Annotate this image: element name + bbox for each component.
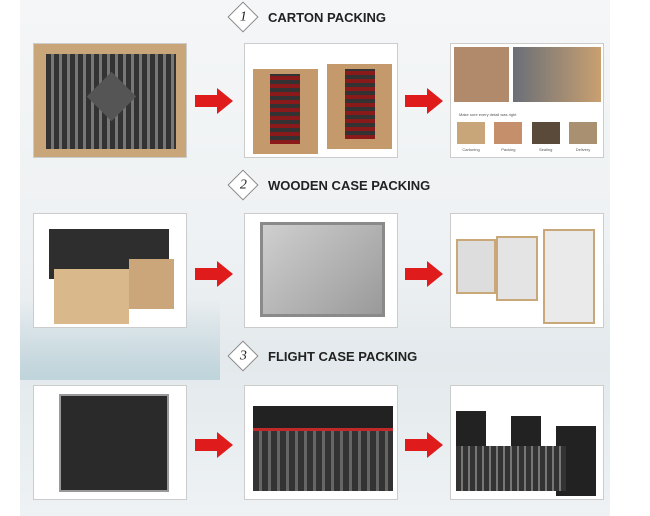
carton-modules-photo [33,43,187,158]
step-number-badge: 2 [227,169,259,201]
section-title: FLIGHT CASE PACKING [268,348,418,364]
wooden-cases-row-photo [450,213,604,328]
section-title: CARTON PACKING [268,9,386,25]
step-number-badge: 1 [227,1,259,33]
arrow-right-icon [405,88,443,114]
caption: Make sure every detail was right [459,112,517,117]
wooden-case-closed-photo [244,213,398,328]
step-label: Packing [501,147,516,152]
flight-cases-trays-photo [450,385,604,500]
section-header-wooden: 2 WOODEN CASE PACKING [227,169,431,201]
arrow-right-icon [195,432,233,458]
step-number: 2 [239,177,247,192]
arrow-right-icon [405,432,443,458]
step-number-badge: 3 [227,340,259,372]
step-label: Cartoning [462,147,480,152]
arrow-right-icon [195,261,233,287]
section-title: WOODEN CASE PACKING [268,177,431,193]
open-cartons-photo [244,43,398,158]
arrow-right-icon [195,88,233,114]
section-header-carton: 1 CARTON PACKING [227,1,386,33]
wooden-crate-open-photo [33,213,187,328]
section-header-flight: 3 FLIGHT CASE PACKING [227,340,418,372]
flight-cases-open-photo [244,385,398,500]
step-number: 1 [239,9,247,24]
arrow-right-icon [405,261,443,287]
step-number: 3 [239,348,247,363]
step-label: Sealing [538,147,553,152]
warehouse-photo: Make sure every detail was right Cartoni… [450,43,604,158]
step-label: Delivery [575,147,591,152]
flight-case-closed-photo [33,385,187,500]
